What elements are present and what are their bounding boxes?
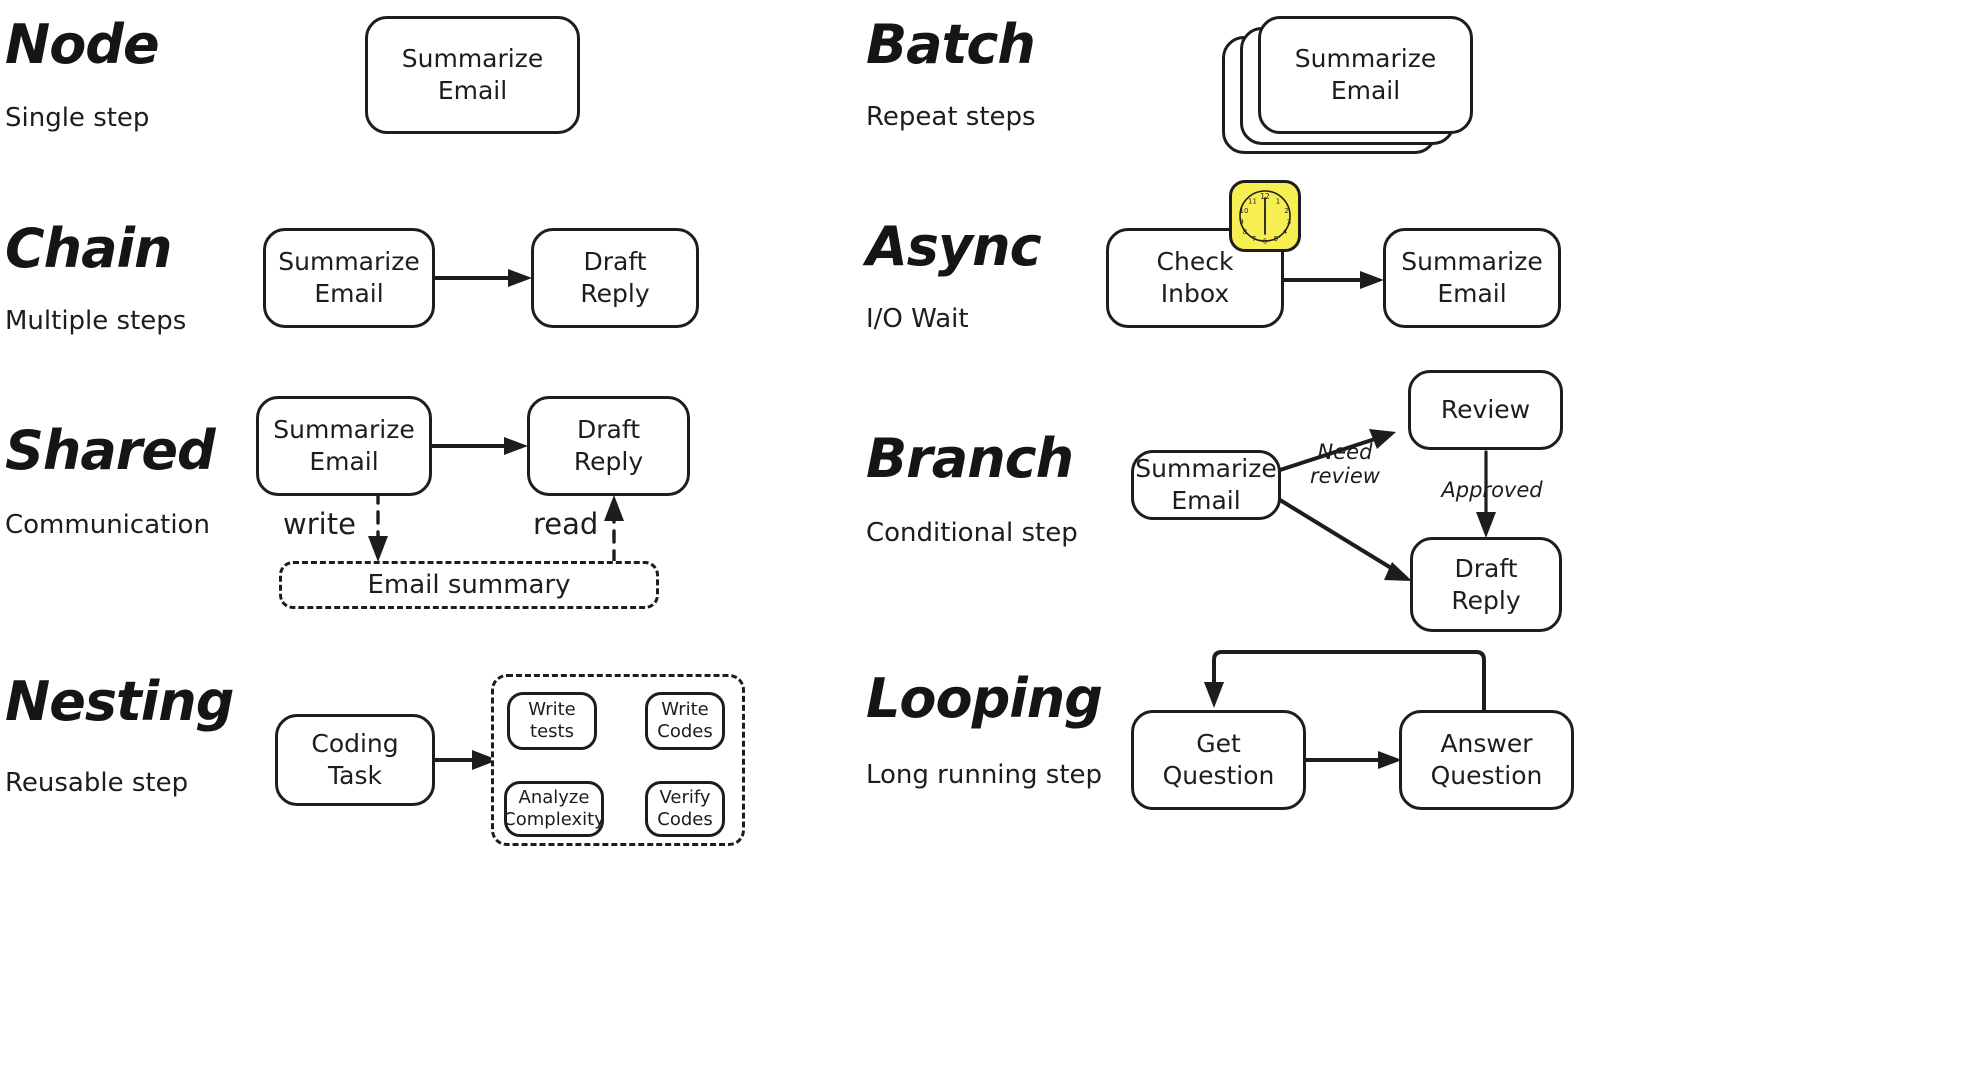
row-title-chain: Chain [5, 217, 172, 280]
arrowhead-branch-approved [1476, 512, 1496, 538]
row-subtitle-batch: Repeat steps [866, 102, 1036, 132]
row-subtitle-async: I/O Wait [866, 304, 969, 334]
arrowhead-chain [508, 269, 532, 287]
arrow-looping-back [1212, 650, 1486, 714]
arrowhead-branch-draft [1384, 562, 1412, 581]
svg-text:9: 9 [1239, 218, 1243, 226]
arrowhead-looping-back [1204, 682, 1224, 708]
arrowhead-async [1360, 271, 1384, 289]
svg-text:3: 3 [1287, 218, 1291, 226]
row-title-node: Node [5, 13, 160, 76]
edge-label-need-review: Need review [1310, 440, 1380, 489]
svg-text:11: 11 [1248, 198, 1257, 206]
arrowhead-shared-read [604, 495, 624, 521]
batch-card-front[interactable]: Summarize Email [1258, 16, 1473, 134]
edge-label-write: write [283, 507, 356, 541]
node-shared-draft-reply[interactable]: Draft Reply [527, 396, 690, 496]
node-chain-summarize-email[interactable]: Summarize Email [263, 228, 435, 328]
node-async-summarize-email[interactable]: Summarize Email [1383, 228, 1561, 328]
node-shared-summarize-email[interactable]: Summarize Email [256, 396, 432, 496]
svg-text:7: 7 [1252, 235, 1256, 243]
node-branch-summarize-email[interactable]: Summarize Email [1131, 450, 1281, 520]
shared-store-email-summary[interactable]: Email summary [279, 561, 659, 609]
svg-text:4: 4 [1283, 228, 1288, 236]
arrow-branch-draft [1278, 498, 1398, 573]
node-branch-draft-reply[interactable]: Draft Reply [1410, 537, 1562, 632]
edge-label-approved: Approved [1441, 478, 1543, 502]
row-title-looping: Looping [866, 667, 1103, 730]
row-title-shared: Shared [5, 419, 216, 482]
svg-text:8: 8 [1243, 228, 1247, 236]
row-title-nesting: Nesting [5, 670, 234, 733]
node-chain-draft-reply[interactable]: Draft Reply [531, 228, 699, 328]
node-branch-review[interactable]: Review [1408, 370, 1563, 450]
row-title-branch: Branch [866, 427, 1074, 490]
node-nesting-verify-codes[interactable]: Verify Codes [645, 781, 725, 837]
node-nesting-analyze-complexity[interactable]: Analyze Complexity [503, 781, 605, 837]
svg-text:6: 6 [1263, 238, 1268, 246]
row-subtitle-chain: Multiple steps [5, 306, 187, 336]
svg-text:5: 5 [1274, 235, 1278, 243]
arrowhead-shared-main [504, 437, 528, 455]
row-subtitle-node: Single step [5, 103, 150, 133]
node-nesting-coding-task[interactable]: Coding Task [275, 714, 435, 806]
node-summarize-email[interactable]: Summarize Email [365, 16, 580, 134]
edge-label-read: read [533, 507, 599, 541]
node-looping-answer-question[interactable]: Answer Question [1399, 710, 1574, 810]
svg-text:2: 2 [1284, 207, 1288, 215]
svg-text:12: 12 [1260, 192, 1270, 201]
node-looping-get-question[interactable]: Get Question [1131, 710, 1306, 810]
arrowhead-shared-write [368, 536, 388, 562]
svg-text:10: 10 [1240, 207, 1249, 215]
node-nesting-write-tests[interactable]: Write tests [507, 692, 597, 750]
clock-icon: 12 1 2 3 4 5 6 7 8 9 10 11 [1229, 180, 1301, 252]
row-title-batch: Batch [866, 13, 1036, 76]
row-title-async: Async [866, 215, 1042, 278]
node-nesting-write-codes[interactable]: Write Codes [645, 692, 725, 750]
svg-text:1: 1 [1276, 198, 1280, 206]
row-subtitle-shared: Communication [5, 510, 210, 540]
row-subtitle-branch: Conditional step [866, 518, 1078, 548]
row-subtitle-looping: Long running step [866, 760, 1103, 790]
row-subtitle-nesting: Reusable step [5, 768, 189, 798]
